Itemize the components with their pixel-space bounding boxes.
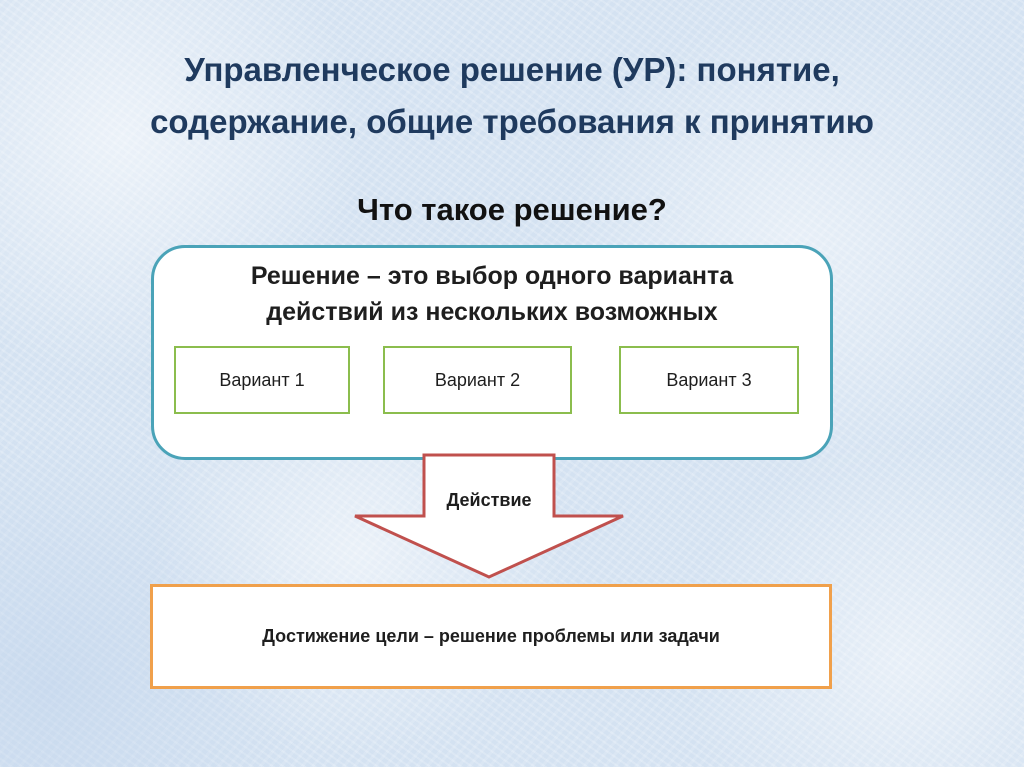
definition-box: Решение – это выбор одного варианта дейс…	[151, 245, 833, 460]
slide-title-line-2: содержание, общие требования к принятию	[150, 103, 874, 140]
variant-box-1: Вариант 1	[174, 346, 350, 414]
definition-line-2: действий из нескольких возможных	[266, 298, 718, 326]
arrow-label: Действие	[446, 490, 532, 510]
variant-box-3: Вариант 3	[619, 346, 799, 414]
definition-line-1: Решение – это выбор одного варианта	[250, 262, 734, 290]
goal-box: Достижение цели – решение проблемы или з…	[150, 584, 832, 689]
down-arrow-shape	[354, 453, 624, 579]
variant-box-2: Вариант 2	[383, 346, 572, 414]
question-heading: Что такое решение?	[357, 192, 667, 227]
slide-title-line-1: Управленческое решение (УР): понятие,	[184, 51, 840, 88]
goal-text: Достижение цели – решение проблемы или з…	[262, 626, 720, 646]
slide-title: Управленческое решение (УР): понятие, со…	[40, 44, 984, 148]
down-arrow	[354, 453, 624, 579]
definition-text: Решение – это выбор одного варианта дейс…	[154, 258, 830, 330]
